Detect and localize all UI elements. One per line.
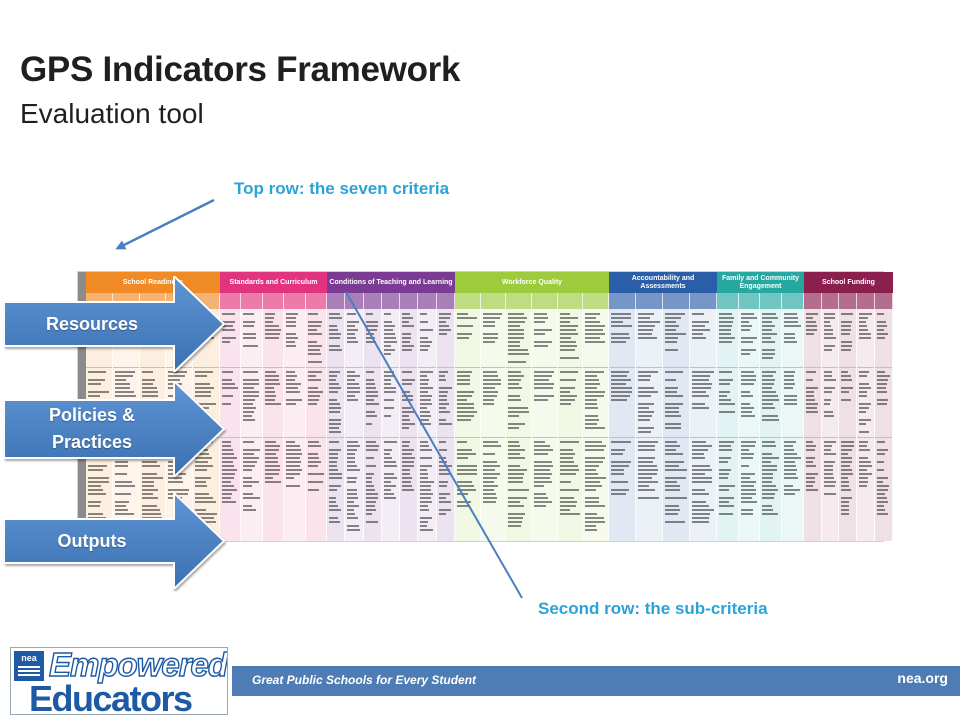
criterion-header-7: School Funding (804, 272, 893, 293)
criterion-header-2: Standards and Curriculum (220, 272, 327, 293)
framework-column (400, 309, 419, 541)
framework-column (531, 309, 558, 541)
subcriterion-cell (262, 293, 285, 309)
slide-subtitle: Evaluation tool (20, 98, 204, 129)
framework-column (436, 309, 455, 541)
resources-label: Resources (45, 314, 139, 334)
subcriterion-cell (436, 293, 455, 309)
criterion-header-6: Family and Community Engagement (717, 272, 804, 293)
subcriterion-cell (418, 293, 437, 309)
subcriterion-cell (803, 293, 822, 309)
framework-column (662, 309, 690, 541)
callout-bottom-sub-criteria: Second row: the sub-criteria (538, 599, 768, 618)
framework-column (345, 309, 364, 541)
footer-tagline: Great Public Schools for Every Student (252, 673, 477, 687)
policies-practices-label: Policies & Practices (48, 405, 136, 452)
resources-arrow: Resources (4, 276, 226, 372)
footer-bar (232, 666, 960, 696)
subcriterion-cell (839, 293, 858, 309)
callout-top-row: Top row: the seven criteria (234, 179, 450, 198)
framework-column (326, 309, 346, 541)
criterion-header-3: Conditions of Teaching and Learning (327, 272, 455, 293)
subcriterion-cell (363, 293, 382, 309)
framework-column (839, 309, 858, 541)
framework-column (583, 309, 609, 541)
framework-column (305, 309, 327, 541)
framework-column (454, 309, 481, 541)
outputs-arrow: Outputs (4, 493, 226, 589)
framework-column (480, 309, 507, 541)
framework-column (557, 309, 584, 541)
subcriterion-cell (875, 293, 893, 309)
subcriterion-cell (738, 293, 761, 309)
subcriterion-cell (821, 293, 840, 309)
subcriterion-cell (400, 293, 419, 309)
subcriterion-cell (716, 293, 739, 309)
subcriterion-cell (480, 293, 507, 309)
policies-practices-arrow: Policies & Practices (4, 381, 226, 477)
subcriterion-cell (506, 293, 532, 309)
subcriterion-cell (662, 293, 690, 309)
subcriterion-cell (857, 293, 876, 309)
framework-column (821, 309, 840, 541)
callout-top-arrow (115, 198, 215, 250)
subcriterion-cell (284, 293, 306, 309)
subcriterion-cell (583, 293, 609, 309)
subcriterion-cell (531, 293, 558, 309)
subcriterion-cell (689, 293, 717, 309)
nea-badge-icon: nea (14, 651, 44, 681)
nea-badge-text: nea (21, 653, 37, 663)
framework-column (219, 309, 242, 541)
subcriterion-cell (635, 293, 663, 309)
logo-text-empowered: Empowered (48, 647, 228, 684)
criterion-header-5: Accountability and Assessments (609, 272, 717, 293)
framework-column (782, 309, 804, 541)
framework-column (284, 309, 306, 541)
framework-column (608, 309, 636, 541)
framework-column (716, 309, 739, 541)
slide-title: GPS Indicators Framework (20, 50, 461, 89)
subcriterion-cell (381, 293, 401, 309)
subcriterion-cell (219, 293, 242, 309)
subcriterion-cell (760, 293, 783, 309)
subcriterion-cell (241, 293, 263, 309)
framework-column (875, 309, 893, 541)
framework-column (241, 309, 263, 541)
framework-column (689, 309, 717, 541)
subcriterion-cell (557, 293, 584, 309)
subcriterion-cell (782, 293, 804, 309)
subcriterion-cell (454, 293, 481, 309)
framework-column (363, 309, 382, 541)
nea-link[interactable]: nea.org (897, 670, 948, 686)
subcriterion-cell (326, 293, 346, 309)
logo-text-educators: Educators (29, 678, 193, 715)
framework-column (635, 309, 663, 541)
framework-column (262, 309, 285, 541)
framework-column (738, 309, 761, 541)
framework-column (418, 309, 437, 541)
subcriterion-cell (345, 293, 364, 309)
framework-column (506, 309, 532, 541)
criterion-header-4: Workforce Quality (455, 272, 609, 293)
framework-column (803, 309, 822, 541)
outputs-label: Outputs (57, 531, 127, 551)
framework-column (381, 309, 401, 541)
framework-column (760, 309, 783, 541)
framework-column (857, 309, 876, 541)
subcriterion-cell (608, 293, 636, 309)
subcriterion-cell (305, 293, 327, 309)
empowered-educators-logo: nea Empowered Educators (10, 647, 228, 715)
